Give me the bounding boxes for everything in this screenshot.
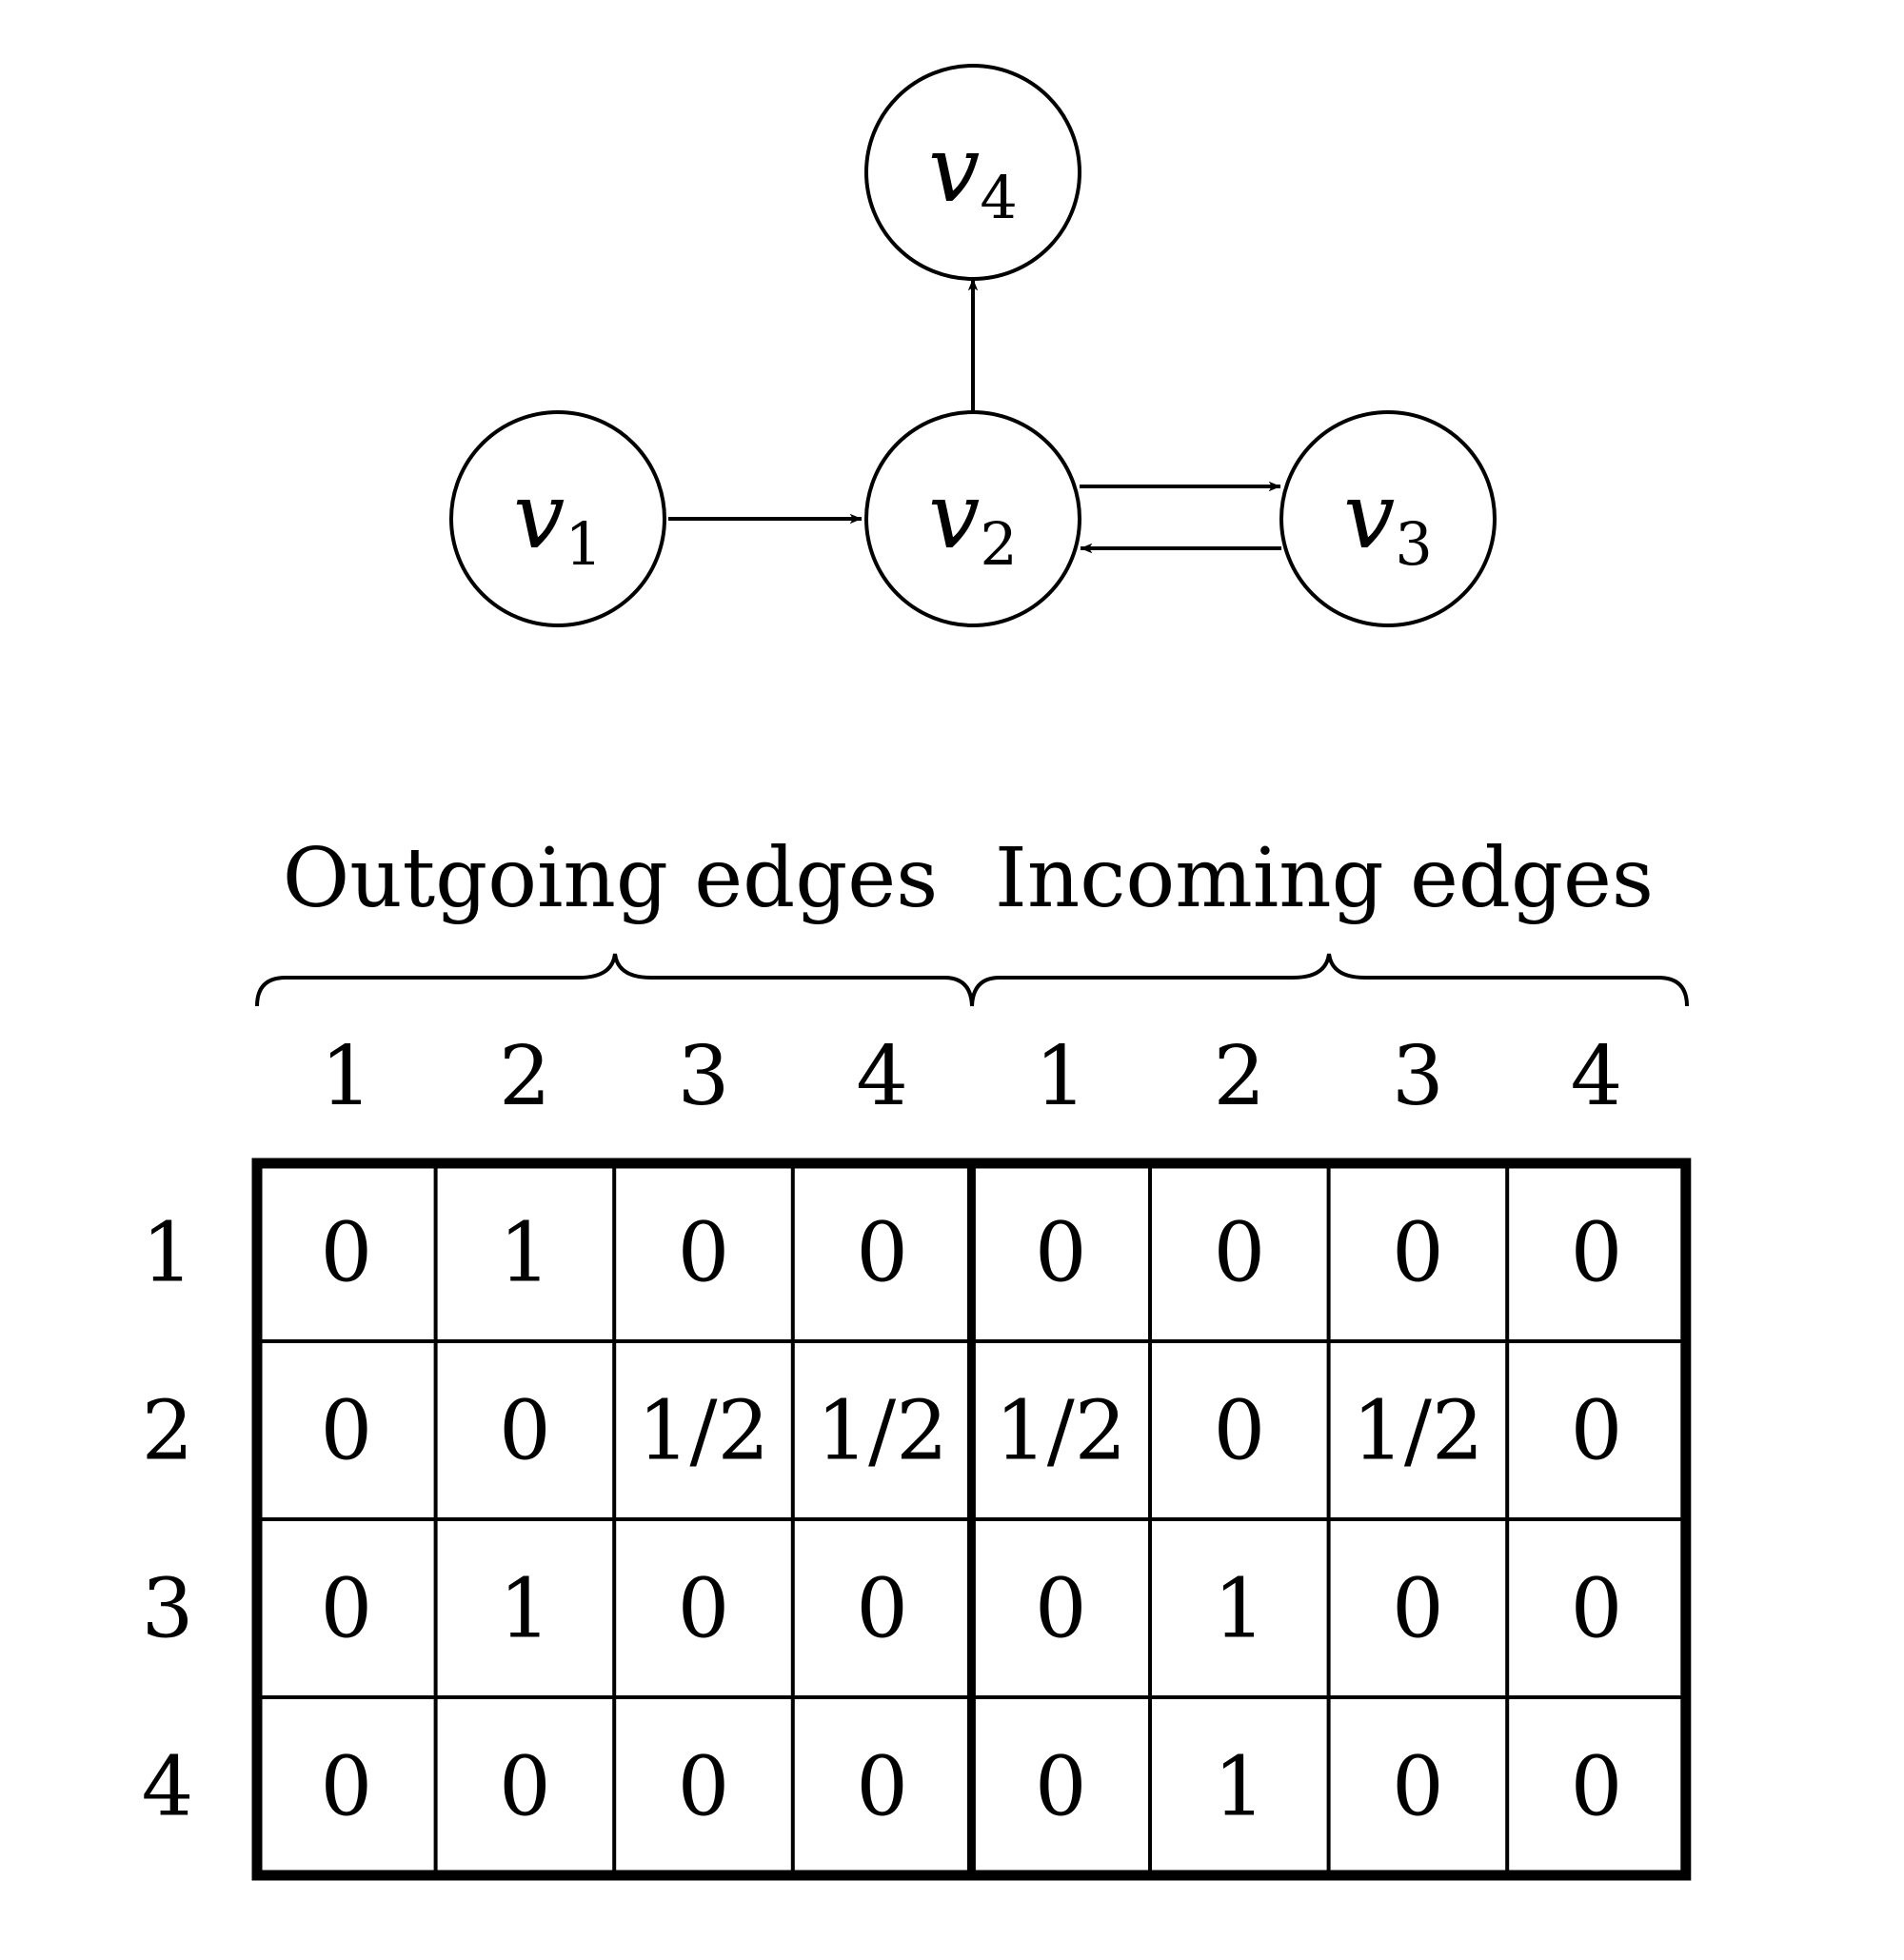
node-v4-letter: v — [928, 116, 980, 223]
svg-text:v4: v4 — [928, 116, 1018, 232]
graph-edges — [668, 278, 1281, 554]
matrix-cell: 0 — [1213, 1384, 1265, 1479]
matrix-cell: 0 — [678, 1206, 730, 1301]
matrix-cell: 1 — [499, 1206, 551, 1301]
node-v2: v2 — [864, 410, 1081, 627]
matrix-cell: 0 — [1571, 1206, 1623, 1301]
matrix-cell: 0 — [1392, 1562, 1444, 1657]
node-v4-subscript: 4 — [980, 163, 1017, 232]
matrix-cell: 0 — [1035, 1562, 1087, 1657]
column-header: 2 — [499, 1029, 551, 1124]
matrix-cell: 1/2 — [638, 1384, 769, 1479]
matrix-cell: 0 — [320, 1206, 372, 1301]
matrix-cell: 0 — [1571, 1384, 1623, 1479]
matrix-cell: 0 — [856, 1562, 908, 1657]
incoming-edges-title: Incoming edges — [995, 831, 1654, 926]
matrix-cell: 0 — [499, 1740, 551, 1835]
column-header: 3 — [1392, 1029, 1444, 1124]
matrix-border — [251, 1158, 1692, 1881]
svg-text:v1: v1 — [513, 463, 603, 579]
node-v3-letter: v — [1343, 463, 1395, 569]
row-header: 2 — [142, 1384, 194, 1479]
matrix-cell: 0 — [1392, 1206, 1444, 1301]
matrix-cell: 0 — [856, 1740, 908, 1835]
column-header: 1 — [1035, 1029, 1087, 1124]
incoming-brace — [970, 953, 1689, 1007]
matrix-cell: 1 — [1213, 1562, 1265, 1657]
node-v4: v4 — [864, 64, 1081, 281]
column-header: 1 — [320, 1029, 372, 1124]
outgoing-brace — [255, 953, 974, 1007]
node-v1-subscript: 1 — [565, 509, 602, 579]
column-header: 2 — [1213, 1029, 1265, 1124]
matrix-cell: 0 — [320, 1562, 372, 1657]
outgoing-edges-title: Outgoing edges — [283, 831, 939, 926]
matrix-cell: 0 — [1571, 1562, 1623, 1657]
matrix-cell: 1 — [1213, 1740, 1265, 1835]
graph-nodes: v1 v2 v3 v4 — [449, 64, 1497, 627]
matrix-cell: 0 — [1035, 1206, 1087, 1301]
node-v1: v1 — [449, 410, 666, 627]
matrix-cell: 0 — [499, 1384, 551, 1479]
row-header: 1 — [142, 1206, 194, 1301]
matrix-grid — [251, 1158, 1692, 1881]
row-header: 3 — [142, 1562, 194, 1657]
matrix-cell: 0 — [678, 1740, 730, 1835]
column-headers: 1 2 3 4 1 2 3 4 — [320, 1029, 1622, 1124]
column-header: 4 — [1571, 1029, 1623, 1124]
column-header: 4 — [856, 1029, 908, 1124]
matrix-cell: 0 — [856, 1206, 908, 1301]
matrix-cells: 0 1 0 0 0 0 0 0 0 0 1/2 1/2 1/2 0 1/2 0 0 1 0 0 0 1 0 0 0 0 0 0 0 1 0 0 — [320, 1206, 1622, 1835]
matrix-cell: 1/2 — [1352, 1384, 1483, 1479]
column-header: 3 — [678, 1029, 730, 1124]
svg-text:v2: v2 — [928, 463, 1018, 579]
node-v3-subscript: 3 — [1395, 509, 1432, 579]
node-v2-subscript: 2 — [980, 509, 1017, 579]
svg-text:v3: v3 — [1343, 463, 1433, 579]
matrix-cell: 1 — [499, 1562, 551, 1657]
matrix-cell: 0 — [1035, 1740, 1087, 1835]
matrix-cell: 0 — [1213, 1206, 1265, 1301]
row-header: 4 — [142, 1740, 194, 1835]
matrix-cell: 0 — [1571, 1740, 1623, 1835]
node-v3: v3 — [1279, 410, 1497, 627]
matrix-cell: 0 — [678, 1562, 730, 1657]
node-v2-letter: v — [928, 463, 980, 569]
matrix-cell: 0 — [1392, 1740, 1444, 1835]
row-headers: 1 2 3 4 — [142, 1206, 194, 1835]
node-v1-letter: v — [513, 463, 565, 569]
matrix-cell: 0 — [320, 1384, 372, 1479]
matrix-cell: 1/2 — [816, 1384, 947, 1479]
matrix-cell: 1/2 — [995, 1384, 1126, 1479]
matrix-cell: 0 — [320, 1740, 372, 1835]
